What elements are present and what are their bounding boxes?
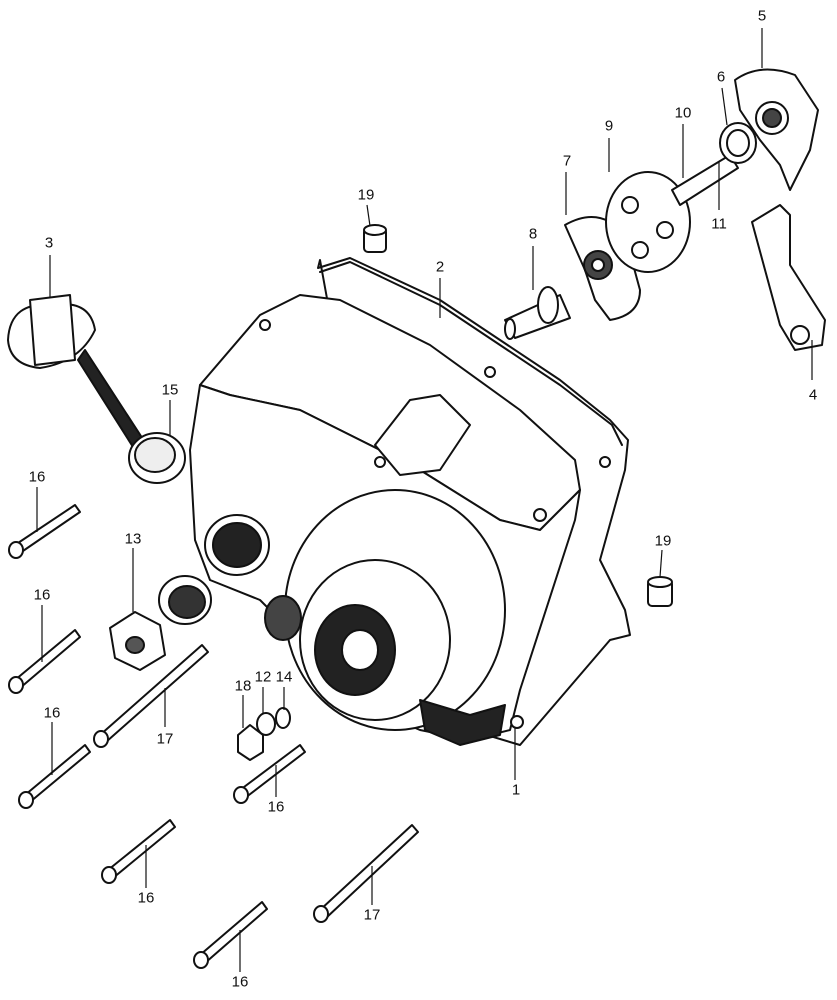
callout-16-c: 16 (43, 704, 61, 722)
part-10-shaft (671, 154, 739, 206)
part-1-crankcase-cover (158, 257, 631, 746)
part-5-lever-housing (734, 68, 819, 191)
part-16-screw-2 (8, 629, 81, 694)
callout-18: 18 (234, 677, 252, 695)
part-17-long-screw-2 (313, 824, 419, 923)
callout-3: 3 (44, 234, 54, 252)
part-9-disc-plate (605, 171, 691, 273)
callout-9: 9 (604, 117, 614, 135)
leader-lines (36, 28, 813, 972)
part-6-seal-ring (719, 122, 757, 164)
callout-19-b: 19 (654, 532, 672, 550)
callout-5: 5 (757, 7, 767, 25)
callout-7: 7 (562, 152, 572, 170)
part-16-screw-3 (18, 744, 91, 809)
callout-4: 4 (808, 386, 818, 404)
callout-8: 8 (528, 225, 538, 243)
callout-12: 12 (254, 668, 272, 686)
callout-17-b: 17 (363, 906, 381, 924)
callout-17-a: 17 (156, 730, 174, 748)
part-12-washer (256, 712, 276, 736)
callout-2: 2 (435, 258, 445, 276)
callout-13: 13 (124, 530, 142, 548)
part-2-gasket (319, 261, 623, 446)
part-16-screw-5 (101, 819, 176, 884)
callout-6: 6 (716, 68, 726, 86)
part-14-o-ring (275, 707, 291, 729)
callout-19-a: 19 (357, 186, 375, 204)
part-18-drain-bolt (237, 724, 264, 761)
callout-11: 11 (711, 215, 727, 233)
callout-16-e: 16 (137, 889, 155, 907)
part-13-nut (109, 611, 166, 671)
callout-14: 14 (275, 668, 293, 686)
part-16-screw-6 (193, 901, 268, 969)
callout-16-a: 16 (28, 468, 46, 486)
callout-15: 15 (161, 381, 179, 399)
part-15-o-ring (128, 432, 186, 484)
callout-1: 1 (511, 781, 521, 799)
callout-10: 10 (674, 104, 692, 122)
part-16-screw-4 (233, 744, 306, 804)
part-8-bolt (504, 286, 571, 340)
part-16-screw-1 (8, 504, 81, 559)
part-19-dowel-pin-lower (647, 576, 673, 607)
part-4-lever-arm (751, 204, 826, 351)
callout-16-b: 16 (33, 586, 51, 604)
part-19-dowel-pin-upper (363, 224, 387, 253)
callout-16-f: 16 (231, 973, 249, 991)
callout-16-d: 16 (267, 798, 285, 816)
part-3-oil-filler-cap (7, 294, 151, 459)
part-17-long-screw-1 (93, 644, 209, 748)
